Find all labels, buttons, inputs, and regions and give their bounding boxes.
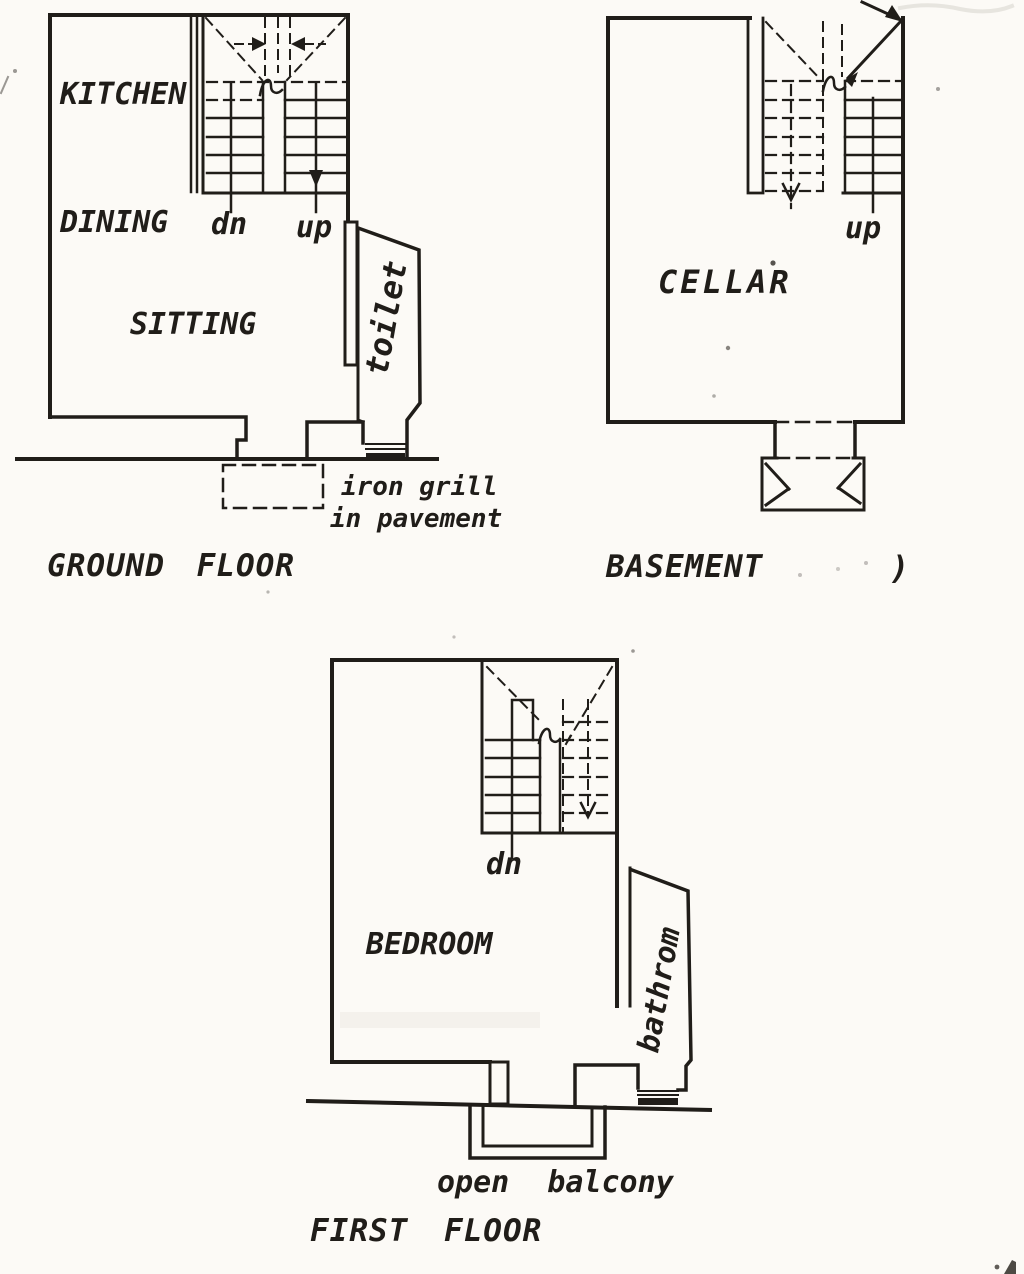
balcony-door-pier-left: [488, 1060, 510, 1106]
first-floor-plan: [305, 658, 713, 1160]
stray-mark: ): [890, 549, 910, 587]
basement-outer-wall: [606, 16, 905, 424]
cellar-label: CELLAR: [658, 263, 792, 301]
sitting-label: SITTING: [130, 307, 257, 342]
grill-note-line2: in pavement: [330, 504, 503, 534]
corner-blot: [1004, 1260, 1016, 1274]
stair-up-label-gf: up: [296, 210, 333, 245]
basement-plan: [606, 0, 905, 512]
bedroom-label: BEDROOM: [366, 927, 493, 962]
kitchen-label: KITCHEN: [60, 77, 187, 112]
first-floor-title: FIRST FLOOR: [310, 1213, 543, 1249]
ground-floor-title: GROUND FLOOR: [47, 548, 295, 584]
stair-break-squiggle: [821, 75, 847, 93]
stair-dn-arrowhead: [781, 182, 801, 203]
ground-floor-door-pier: [305, 420, 365, 461]
stair-break-squiggle: [258, 78, 284, 97]
bathroom-grill-hatch: [637, 1090, 679, 1105]
stair-arrow-left: [291, 37, 305, 51]
balcony-door-pier-right: [573, 1063, 640, 1106]
iron-grill-hatch: [365, 443, 406, 460]
pavement-vault-dashed: [221, 463, 325, 510]
basement-stair-wall: [746, 16, 765, 195]
stair-dn-label-gf: dn: [211, 207, 248, 242]
coal-chute: [760, 420, 866, 512]
balcony-label: open balcony: [437, 1165, 674, 1200]
ground-floor-outer-wall: [48, 13, 350, 419]
balcony-outline: [468, 1103, 607, 1160]
first-floor-outer-wall: [330, 658, 619, 1064]
toilet-divider-wall: [343, 220, 359, 367]
stair-up-arrowhead: [309, 170, 323, 187]
stair-dn-label-ff: dn: [486, 847, 523, 882]
stair-break-squiggle: [537, 727, 562, 745]
dining-label: DINING: [60, 205, 169, 240]
first-floor-staircase: [480, 660, 619, 860]
basement-staircase: [764, 0, 905, 214]
stair-up-label-bs: up: [845, 211, 882, 246]
toilet-left-wall: [356, 226, 365, 424]
exit-arrowhead: [885, 5, 903, 22]
ground-floor-staircase: [201, 13, 350, 214]
stair-up-arrowhead: [579, 801, 597, 820]
scan-noise: [0, 3, 1016, 1274]
ground-floor-bottom-wall: [48, 415, 248, 461]
ground-floor-plan: [15, 13, 439, 510]
bathroom-outline: [629, 867, 693, 1092]
stair-up-diagonal: [845, 18, 904, 81]
pavement-line-first: [305, 1098, 713, 1113]
basement-title: BASEMENT: [606, 549, 764, 585]
stair-arrow-right: [252, 37, 266, 51]
grill-note-line1: iron grill: [341, 472, 498, 502]
chute-chevrons: [763, 461, 863, 508]
toilet-outline: [355, 225, 422, 461]
kitchen-divider-wall: [189, 13, 199, 194]
stair-diagonal-arrowhead: [845, 72, 858, 87]
